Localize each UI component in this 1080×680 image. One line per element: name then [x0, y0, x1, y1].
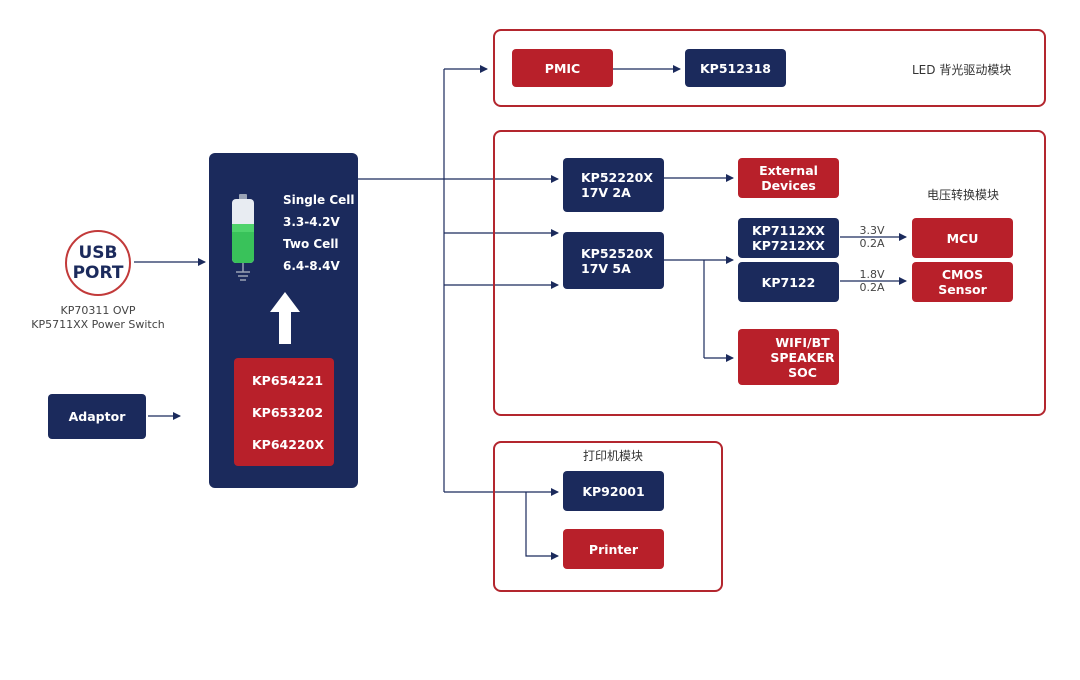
- single-cell-range: 3.3-4.2V: [283, 215, 340, 229]
- charger-chip-3: KP64220X: [252, 436, 324, 452]
- ldo2-node: KP7122: [738, 262, 839, 302]
- adaptor-label: Adaptor: [68, 409, 126, 424]
- external-line2: Devices: [761, 178, 816, 193]
- usb-port-line1: USB: [78, 243, 118, 263]
- printer-label: Printer: [588, 541, 639, 557]
- mcu-label: MCU: [946, 230, 979, 246]
- adaptor-node: Adaptor: [48, 394, 146, 439]
- led-module-title: LED 背光驱动模块: [912, 63, 1012, 77]
- cmos-rating: 1.8V 0.2A: [854, 268, 890, 294]
- buck2-line1: KP52520X: [581, 245, 653, 261]
- battery-icon: [232, 194, 254, 281]
- cmos-line1: CMOS: [941, 267, 984, 282]
- voltage-module-title: 电压转换模块: [927, 188, 1000, 202]
- pmic-label: PMIC: [544, 60, 581, 76]
- charger-chip-2: KP653202: [252, 404, 324, 420]
- wifi-line1: WIFI/BT: [775, 334, 830, 350]
- cmos-sensor-node: CMOS Sensor: [912, 262, 1013, 302]
- cmos-rating-voltage: 1.8V: [859, 268, 885, 281]
- mcu-rating: 3.3V 0.2A: [854, 224, 890, 250]
- ldo1-line2: KP7212XX: [752, 238, 825, 253]
- wifi-line2: SPEAKER: [770, 349, 835, 365]
- cmos-line2: Sensor: [938, 282, 987, 297]
- buck1-line1: KP52220X: [581, 170, 653, 185]
- mcu-rating-current: 0.2A: [859, 237, 885, 250]
- single-cell-title: Single Cell: [283, 193, 355, 207]
- up-arrow-icon: [270, 292, 300, 344]
- wifi-soc-node: WIFI/BT SPEAKER SOC: [738, 329, 839, 385]
- ldo2-label: KP7122: [761, 274, 816, 290]
- buck1-line2: 17V 2A: [581, 185, 631, 200]
- charger-chip-box: KP654221 KP653202 KP64220X: [234, 358, 334, 466]
- printer-chip-node: KP92001: [563, 471, 664, 511]
- pmic-node: PMIC: [512, 49, 613, 87]
- two-cell-title: Two Cell: [283, 237, 339, 251]
- buck1-node: KP52220X 17V 2A: [563, 158, 664, 212]
- cell-spec: Single Cell 3.3-4.2V Two Cell 6.4-8.4V: [283, 189, 355, 277]
- usb-port-line2: PORT: [72, 263, 124, 283]
- external-line1: External: [759, 163, 818, 178]
- mcu-rating-voltage: 3.3V: [859, 224, 885, 237]
- ldo1-node: KP7112XX KP7212XX: [738, 218, 839, 258]
- led-driver-node: KP512318: [685, 49, 786, 87]
- usb-port-node: USB PORT: [65, 230, 131, 296]
- ldo1-line1: KP7112XX: [752, 223, 825, 238]
- wifi-line3: SOC: [788, 364, 817, 380]
- buck2-line2: 17V 5A: [581, 260, 631, 276]
- mcu-node: MCU: [912, 218, 1013, 258]
- printer-node: Printer: [563, 529, 664, 569]
- charger-chip-1: KP654221: [252, 372, 324, 388]
- ovp-caption-line2: KP5711XX Power Switch: [31, 318, 165, 331]
- ovp-caption-line1: KP70311 OVP: [60, 304, 136, 317]
- printer-chip-label: KP92001: [582, 483, 645, 499]
- printer-branch-line: [525, 492, 559, 560]
- led-module-frame: [493, 29, 1046, 107]
- external-devices-node: External Devices: [738, 158, 839, 198]
- printer-module-title: 打印机模块: [583, 449, 644, 463]
- cmos-rating-current: 0.2A: [859, 281, 885, 294]
- printer-module-frame: [493, 441, 723, 592]
- ovp-caption: KP70311 OVP KP5711XX Power Switch: [0, 304, 196, 332]
- voltage-module-frame: [493, 130, 1046, 416]
- led-driver-label: KP512318: [699, 60, 772, 76]
- buck2-node: KP52520X 17V 5A: [563, 232, 664, 289]
- two-cell-range: 6.4-8.4V: [283, 259, 340, 273]
